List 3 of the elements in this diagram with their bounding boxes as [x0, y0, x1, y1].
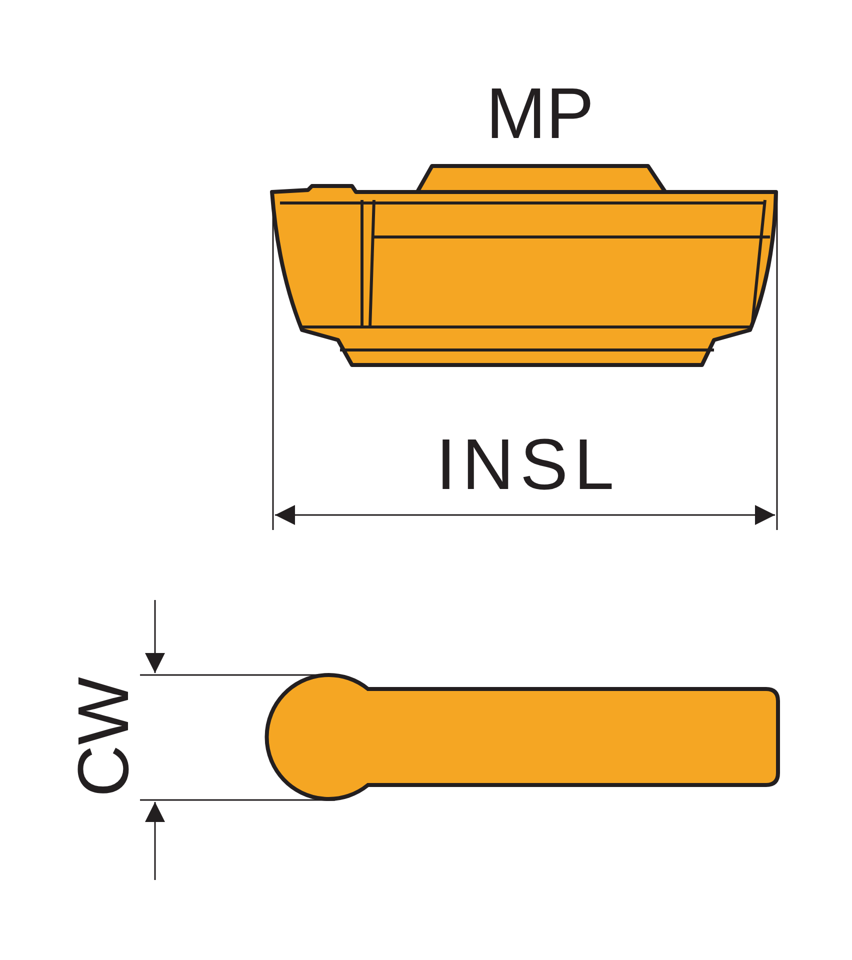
part-label: MP [486, 78, 594, 150]
dimension-label: CW [68, 677, 140, 797]
dimension-label: INSL [436, 429, 620, 501]
